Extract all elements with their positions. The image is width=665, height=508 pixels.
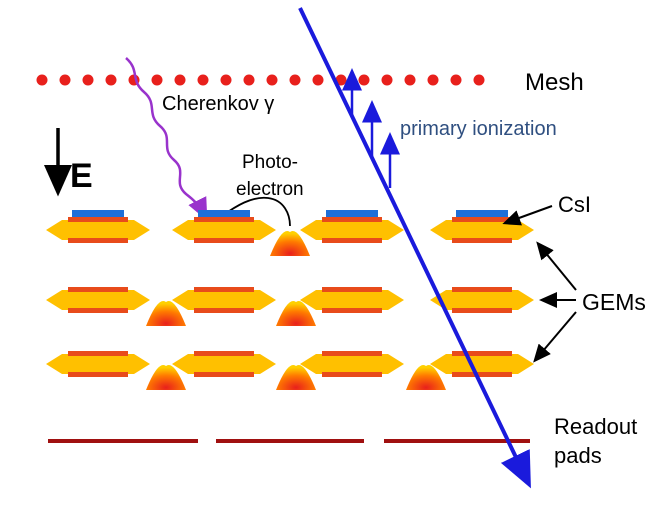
avalanche-cone (270, 231, 310, 256)
gem-segment (300, 210, 404, 243)
gems-pointer-arrow (536, 241, 577, 291)
gem-body (172, 354, 276, 374)
mesh-dot (289, 74, 301, 86)
gem-layer (46, 287, 534, 326)
gem-top-electrode (452, 217, 512, 222)
gem-bottom-electrode (194, 308, 254, 313)
csi-layer (198, 210, 250, 217)
photoelectron-label-line1: Photo- (242, 152, 298, 173)
gem-top-electrode (194, 217, 254, 222)
avalanche-cone (276, 365, 316, 390)
gem-body (430, 354, 534, 374)
gem-bottom-electrode (452, 308, 512, 313)
gem-body (46, 290, 150, 310)
avalanche-cone (406, 365, 446, 390)
gem-bottom-electrode (68, 308, 128, 313)
gem-bottom-electrode (194, 238, 254, 243)
csi-label: CsI (558, 192, 591, 217)
gem-segment (430, 210, 534, 243)
gem-body (430, 220, 534, 240)
mesh-dot (151, 74, 163, 86)
field-label: E (70, 157, 93, 195)
gem-layers (46, 210, 534, 390)
gem-bottom-electrode (322, 238, 382, 243)
mesh-dot (220, 74, 232, 86)
gem-body (300, 290, 404, 310)
csi-pointer-arrow (502, 205, 553, 226)
gem-body (172, 220, 276, 240)
readout-label-line1: Readout (554, 414, 637, 439)
csi-layer (72, 210, 124, 217)
gem-layer (46, 210, 534, 256)
gem-body (300, 354, 404, 374)
mesh-dot (197, 74, 209, 86)
mesh-dot (174, 74, 186, 86)
gem-body (46, 220, 150, 240)
mesh-label: Mesh (525, 69, 584, 96)
gem-segment (46, 210, 150, 243)
mesh-dot (82, 74, 94, 86)
mesh-dot (243, 74, 255, 86)
gem-segment (300, 287, 404, 313)
csi-layer (326, 210, 378, 217)
mesh-dot (404, 74, 416, 86)
gem-top-electrode (68, 351, 128, 356)
avalanche-cone (146, 301, 186, 326)
gem-bottom-electrode (322, 372, 382, 377)
mesh-dot (358, 74, 370, 86)
gem-bottom-electrode (452, 372, 512, 377)
gem-layer (46, 351, 534, 390)
gem-body (300, 220, 404, 240)
particle-track (298, 7, 531, 489)
gem-bottom-electrode (322, 308, 382, 313)
gem-top-electrode (194, 287, 254, 292)
mesh-dot (36, 74, 48, 86)
csi-layer (456, 210, 508, 217)
avalanche-cone (146, 365, 186, 390)
cherenkov-label: Cherenkov γ (162, 93, 274, 115)
mesh-dot (473, 74, 485, 86)
gem-body (430, 290, 534, 310)
gem-top-electrode (452, 351, 512, 356)
gem-top-electrode (322, 351, 382, 356)
gem-top-electrode (194, 351, 254, 356)
gem-segment (46, 287, 150, 313)
gem-bottom-electrode (452, 238, 512, 243)
gem-segment (172, 351, 276, 377)
readout-label-line2: pads (554, 443, 602, 468)
mesh-dot (266, 74, 278, 86)
mesh-dots (36, 74, 485, 86)
gem-bottom-electrode (68, 238, 128, 243)
gem-top-electrode (322, 287, 382, 292)
mesh-dot (59, 74, 71, 86)
cherenkov-photon-path (125, 57, 208, 221)
avalanche-cone (276, 301, 316, 326)
gem-segment (172, 287, 276, 313)
mesh-dot (427, 74, 439, 86)
gem-segment (172, 210, 276, 243)
photoelectron-connector (221, 196, 291, 227)
gem-body (172, 290, 276, 310)
gem-segment (430, 351, 534, 377)
mesh-dot (381, 74, 393, 86)
gem-top-electrode (452, 287, 512, 292)
mesh-dot (312, 74, 324, 86)
gem-top-electrode (68, 287, 128, 292)
gem-segment (46, 351, 150, 377)
gems-label: GEMs (582, 289, 646, 315)
primary-ionization-label: primary ionization (400, 118, 557, 140)
gems-pointer-arrow (533, 311, 577, 363)
gem-bottom-electrode (194, 372, 254, 377)
mesh-dot (450, 74, 462, 86)
mesh-dot (105, 74, 117, 86)
photoelectron-label-line2: electron (236, 179, 304, 200)
gem-segment (430, 287, 534, 313)
gem-top-electrode (322, 217, 382, 222)
gem-bottom-electrode (68, 372, 128, 377)
gem-body (46, 354, 150, 374)
gem-segment (300, 351, 404, 377)
gem-top-electrode (68, 217, 128, 222)
